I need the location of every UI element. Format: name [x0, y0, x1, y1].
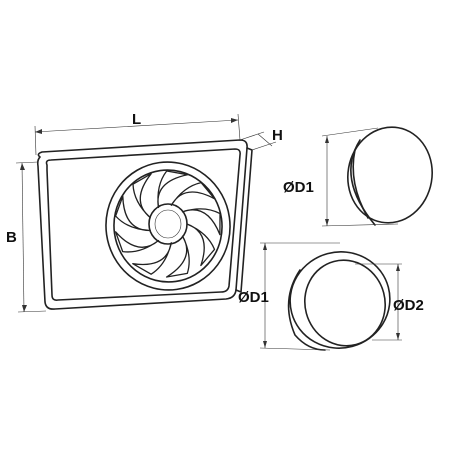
fan-blade	[114, 195, 151, 232]
dimension-height: H	[239, 127, 283, 151]
diameter-bottom-inner-label: ØD1	[238, 289, 269, 306]
fan-blades	[114, 170, 221, 278]
dimension-width: B	[6, 161, 47, 313]
housing-depth-edge	[235, 147, 253, 293]
fan-blade	[165, 235, 190, 278]
width-label: B	[6, 229, 17, 246]
housing-outer-frame	[36, 139, 248, 310]
ring-top: ØD1	[283, 126, 433, 227]
fan-blade	[132, 242, 172, 275]
diameter-bottom-outer-label: ØD2	[393, 297, 424, 314]
diameter-top-label: ØD1	[283, 179, 314, 196]
fan-impeller-icon	[105, 161, 231, 291]
fan-blade	[186, 223, 216, 267]
fan-blade	[181, 208, 221, 236]
fan-blade	[114, 231, 160, 253]
dimension-length: L	[34, 111, 241, 156]
height-label: H	[272, 127, 283, 144]
fan-blade	[157, 170, 189, 209]
ring-bottom: ØD1 ØD2	[238, 242, 424, 351]
fan-housing	[36, 139, 253, 310]
length-label: L	[132, 111, 141, 128]
housing-inner-frame	[45, 148, 241, 301]
fan-blade	[170, 181, 216, 206]
fan-blade	[132, 173, 152, 219]
